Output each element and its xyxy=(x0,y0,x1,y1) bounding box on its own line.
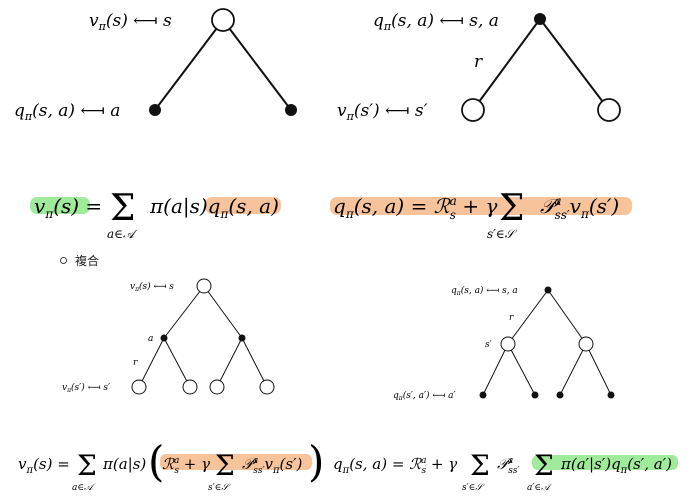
action-node xyxy=(534,13,546,25)
leaf-label: vπ(s′) ⟻ s′ xyxy=(62,382,110,394)
diagram-top-left: vπ(s) ⟻ s qπ(s, a) ⟻ a xyxy=(14,8,297,123)
highlight-orange xyxy=(330,197,632,215)
state-node xyxy=(209,379,225,395)
state-node xyxy=(196,278,212,294)
leaf-label: qπ(s′, a′) ⟻ a′ xyxy=(393,390,456,402)
mid-label: s′ xyxy=(485,340,492,350)
state-node xyxy=(259,379,275,395)
action-node xyxy=(556,391,564,399)
equation-v-bellman: vπ(s) = Σ a∈𝒜 π(a|s)qπ(s, a) xyxy=(30,188,281,241)
svg-text:vπ(s) =: vπ(s) = xyxy=(18,455,70,476)
svg-text:): ) xyxy=(308,437,324,486)
svg-text:ℛas + γ: ℛas + γ xyxy=(162,455,210,476)
svg-text:π(a|s): π(a|s) xyxy=(102,455,146,473)
highlight-orange xyxy=(160,454,312,470)
state-node xyxy=(597,98,621,122)
root-label: qπ(s, a) ⟻ s, a xyxy=(373,11,499,33)
svg-text:qπ(s, a) = ℛas + γ: qπ(s, a) = ℛas + γ xyxy=(333,455,457,476)
root-label: vπ(s) ⟻ s xyxy=(130,281,174,293)
svg-text:a∈𝒜: a∈𝒜 xyxy=(72,483,95,493)
action-node xyxy=(479,391,487,399)
svg-text:a′∈𝒜: a′∈𝒜 xyxy=(527,483,552,493)
svg-text:(: ( xyxy=(148,437,164,486)
svg-text:s′∈𝒮: s′∈𝒮 xyxy=(208,483,231,493)
action-node xyxy=(607,391,615,399)
highlight-green xyxy=(532,455,678,470)
bullet-item: 複合 xyxy=(60,252,99,269)
svg-text:Σ: Σ xyxy=(470,449,490,482)
leaf-label: qπ(s, a) ⟻ a xyxy=(14,101,120,123)
svg-text:Σ: Σ xyxy=(534,449,554,482)
state-node xyxy=(182,379,198,395)
svg-text:π(a′|s′)qπ(s′, a′): π(a′|s′)qπ(s′, a′) xyxy=(560,455,672,476)
svg-text:s′∈𝒮: s′∈𝒮 xyxy=(462,483,485,493)
svg-text:Σ: Σ xyxy=(110,188,135,229)
edge-label: r xyxy=(133,358,138,368)
diagram-bottom-right: qπ(s, a) ⟻ s, a r s′ qπ(s′, a′) ⟻ a′ xyxy=(393,285,615,402)
diagram-top-right: qπ(s, a) ⟻ s, a r vπ(s′) ⟻ s′ xyxy=(337,11,621,123)
bullet-circle-icon xyxy=(60,257,67,264)
state-node xyxy=(211,8,235,32)
edge-label: r xyxy=(474,52,483,72)
highlight-orange xyxy=(205,197,281,214)
state-node xyxy=(461,98,485,122)
svg-text:a∈𝒜: a∈𝒜 xyxy=(107,227,138,241)
action-node xyxy=(238,334,246,342)
edge-label: r xyxy=(509,313,514,323)
diagram-bottom-left: vπ(s) ⟻ s a r vπ(s′) ⟻ s′ xyxy=(62,278,275,395)
root-label: qπ(s, a) ⟻ s, a xyxy=(451,285,518,297)
leaf-label: vπ(s′) ⟻ s′ xyxy=(337,101,428,123)
root-label: vπ(s) ⟻ s xyxy=(89,11,172,33)
mid-label: a xyxy=(148,334,153,344)
svg-text:s′∈𝒮: s′∈𝒮 xyxy=(487,227,518,241)
svg-text:qπ(s, a) = ℛas + γ: qπ(s, a) = ℛas + γ xyxy=(333,194,497,222)
action-node xyxy=(160,334,168,342)
svg-text:Σ: Σ xyxy=(499,188,524,229)
action-node xyxy=(531,391,539,399)
action-node xyxy=(149,104,161,116)
svg-text:Σ: Σ xyxy=(215,449,235,482)
highlight-green xyxy=(30,197,90,214)
svg-text:Σ: Σ xyxy=(77,449,97,482)
state-node xyxy=(131,379,147,395)
state-node xyxy=(500,336,516,352)
svg-text:vπ(s) =: vπ(s) = xyxy=(34,194,102,221)
state-node xyxy=(578,336,594,352)
svg-text:π(a|s)qπ(s, a): π(a|s)qπ(s, a) xyxy=(149,194,279,221)
action-node xyxy=(544,286,552,294)
bullet-text: 複合 xyxy=(75,254,100,268)
action-node xyxy=(285,104,297,116)
